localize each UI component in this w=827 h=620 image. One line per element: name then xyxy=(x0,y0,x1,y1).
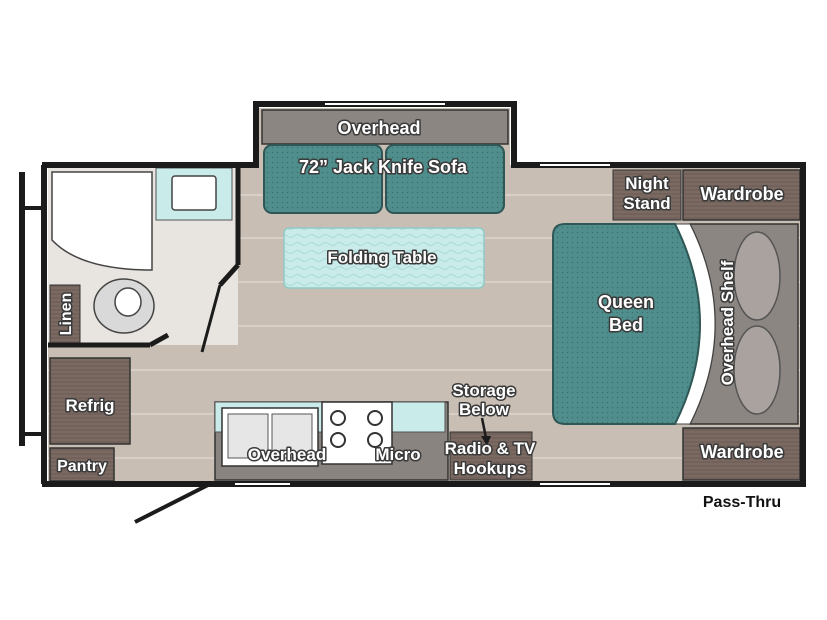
storage-arrow xyxy=(480,417,491,446)
bathroom-door xyxy=(200,284,222,353)
label-queen-bed-2: Bed xyxy=(609,315,643,335)
label-overhead-top: Overhead xyxy=(337,118,420,138)
label-wardrobe-bottom: Wardrobe xyxy=(700,442,783,462)
walls xyxy=(19,101,806,524)
night-stand xyxy=(612,169,682,221)
label-radio-1: Radio & TV xyxy=(445,439,536,458)
label-overhead-shelf: Overhead Shelf xyxy=(718,260,737,385)
label-refrig: Refrig xyxy=(65,396,114,415)
label-night-stand-2: Stand xyxy=(623,194,670,213)
corner-shower xyxy=(51,171,153,271)
radio-tv-cabinet xyxy=(449,431,533,481)
label-queen-bed-1: Queen xyxy=(598,292,654,312)
label-wardrobe-top: Wardrobe xyxy=(700,184,783,204)
wardrobe-top xyxy=(682,169,801,221)
pantry-cabinet xyxy=(49,447,115,482)
pillow-bottom xyxy=(733,325,781,415)
sofa-slideout xyxy=(261,109,509,214)
label-storage-2: Below xyxy=(459,400,510,419)
overhead-cabinet-top xyxy=(261,109,509,145)
bedroom xyxy=(552,169,801,481)
queen-bed xyxy=(552,223,701,425)
sofa-cushion-left xyxy=(263,144,383,214)
label-radio-2: Hookups xyxy=(454,459,527,478)
label-night-stand-1: Night xyxy=(625,174,669,193)
label-pantry: Pantry xyxy=(57,458,107,475)
label-storage-1: Storage xyxy=(452,381,515,400)
label-overhead-kitchen: Overhead xyxy=(248,445,326,464)
label-sofa: 72” Jack Knife Sofa xyxy=(299,157,468,177)
bathroom xyxy=(48,165,241,353)
folding-table xyxy=(283,227,485,289)
label-pass-thru: Pass-Thru xyxy=(703,494,781,511)
bath-sink xyxy=(171,175,217,211)
pillow-top xyxy=(733,231,781,321)
entry-door xyxy=(134,482,211,524)
kitchen-counter xyxy=(214,401,449,481)
refrigerator xyxy=(49,357,131,445)
wardrobe-bottom xyxy=(682,427,801,481)
label-linen: Linen xyxy=(58,293,75,336)
labels: Overhead 72” Jack Knife Sofa Folding Tab… xyxy=(56,117,786,512)
sofa-cushion-right xyxy=(385,144,505,214)
label-folding-table: Folding Table xyxy=(327,248,436,267)
label-micro: Micro xyxy=(375,445,420,464)
